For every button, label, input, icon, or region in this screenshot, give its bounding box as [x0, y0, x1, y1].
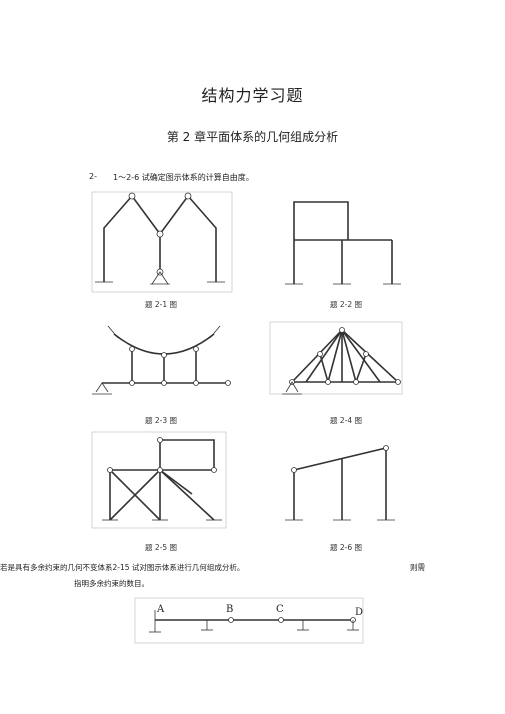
question2-continuation: 指明多余约束的数目。 — [74, 579, 149, 588]
figure-caption: 题 2-5 图 — [145, 543, 178, 552]
figure-caption: 题 2-4 图 — [330, 416, 363, 425]
figure-2-6 — [285, 445, 395, 521]
document-title: 结构力学习题 — [201, 86, 304, 105]
figure-2-3 — [92, 325, 231, 395]
figure-2-5 — [91, 431, 227, 529]
chapter-title: 第 2 章平面体系的几何组成分析 — [166, 130, 339, 144]
figure-caption: 题 2-6 图 — [330, 543, 363, 552]
figure-2-2 — [285, 201, 401, 285]
question2-text: 若是具有多余约束的几何不变体系2-15 试对图示体系进行几何组成分析。 — [0, 563, 245, 572]
beam-label-b: B — [226, 604, 233, 615]
question2-text-right: 则需 — [410, 563, 425, 572]
figure-2-1 — [91, 191, 233, 293]
beam-label-a: A — [156, 604, 165, 615]
figure-caption: 题 2-1 图 — [145, 300, 178, 309]
figure-caption: 题 2-2 图 — [330, 300, 363, 309]
figure-2-4 — [269, 321, 403, 395]
beam-label-d: D — [355, 607, 363, 618]
figure-beam: A B C D — [134, 597, 364, 644]
question-number: 2- — [89, 172, 97, 181]
beam-label-c: C — [276, 604, 284, 615]
figure-caption: 题 2-3 图 — [145, 416, 178, 425]
question-text: 1～2-6 试确定图示体系的计算自由度。 — [113, 173, 254, 182]
